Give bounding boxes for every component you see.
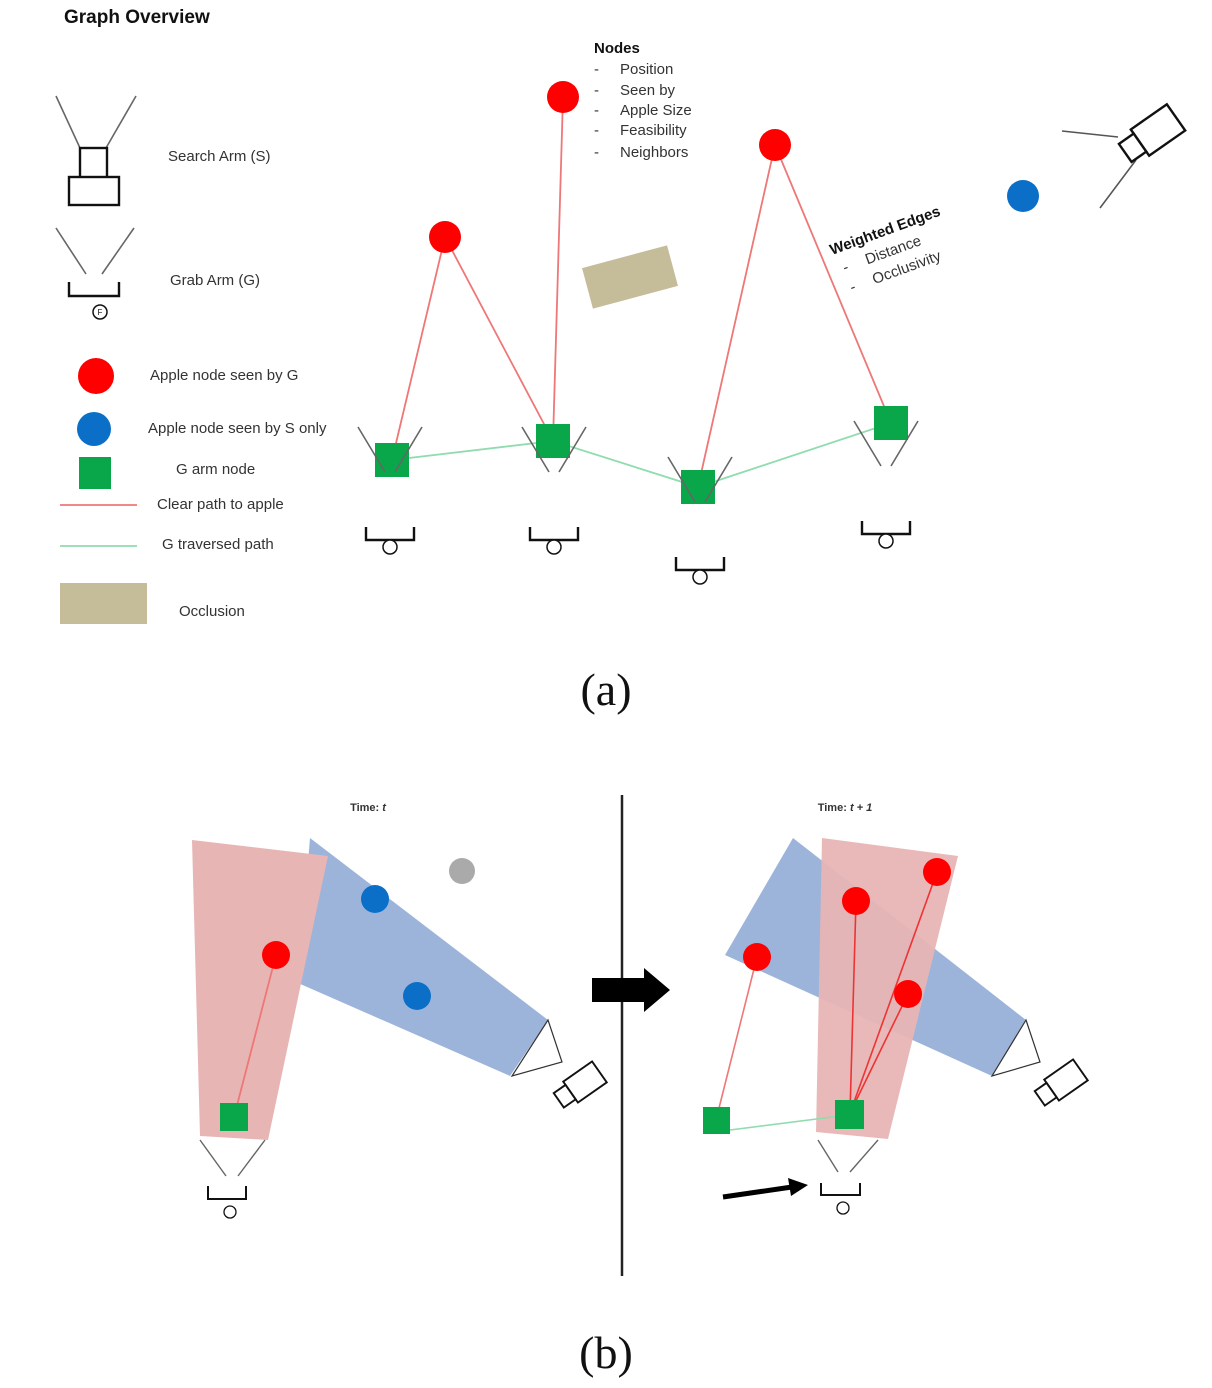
search-arm-icon bbox=[55, 95, 137, 207]
apple-node-g bbox=[547, 81, 579, 113]
legend-search-arm-label: Search Arm (S) bbox=[168, 148, 271, 165]
caption-a: (a) bbox=[580, 664, 631, 715]
time-t1-var: t + 1 bbox=[850, 802, 872, 814]
svg-text:-: - bbox=[594, 122, 599, 139]
s-camera-view-tip bbox=[990, 1018, 1041, 1078]
clear-path-edge bbox=[715, 956, 758, 1121]
clear-path-edge bbox=[391, 236, 446, 461]
svg-text:-: - bbox=[594, 82, 599, 99]
legend: Search Arm (S) F Grab Arm (G) Apple node… bbox=[55, 95, 327, 624]
clear-paths bbox=[391, 96, 892, 488]
time-t-label: Time: bbox=[350, 802, 379, 814]
clear-path-edge bbox=[849, 900, 857, 1114]
s-camera-view-tip bbox=[510, 1018, 563, 1078]
edges-description: Weighted Edges - Distance - Occlusivity bbox=[828, 203, 944, 296]
search-arm-camera bbox=[1031, 1058, 1089, 1110]
apple-node-g bbox=[842, 887, 870, 915]
time-t1-label: Time: bbox=[818, 802, 847, 814]
legend-apple-s-swatch bbox=[77, 412, 111, 446]
nodes-description: Nodes - Position - Seen by - Apple Size … bbox=[594, 40, 692, 161]
arm-node bbox=[874, 406, 908, 440]
svg-text:-: - bbox=[594, 61, 599, 78]
apple-node-s bbox=[361, 885, 389, 913]
occlusion-block bbox=[582, 245, 678, 309]
legend-occlusion-label: Occlusion bbox=[179, 603, 245, 620]
apple-node-g bbox=[759, 129, 791, 161]
clear-path-edge bbox=[774, 144, 892, 424]
nodes-item: Apple Size bbox=[620, 102, 692, 119]
arm-node bbox=[375, 443, 409, 477]
apple-node-g bbox=[923, 858, 951, 886]
apple-node-g bbox=[429, 221, 461, 253]
legend-arm-node-swatch bbox=[79, 457, 111, 489]
traversed-path bbox=[391, 422, 892, 488]
legend-apple-g-swatch bbox=[78, 358, 114, 394]
apple-node-s bbox=[403, 982, 431, 1010]
apple-node-g bbox=[262, 941, 290, 969]
clear-path-edge bbox=[849, 871, 938, 1114]
panel-a: Graph Overview Search Arm (S) F Grab Arm… bbox=[55, 7, 1187, 715]
gripper-mark: F bbox=[98, 308, 103, 317]
svg-text:-: - bbox=[594, 102, 599, 119]
grab-arm bbox=[817, 1139, 879, 1215]
svg-text:Time: t: Time: t bbox=[350, 802, 387, 814]
nodes-item: Position bbox=[620, 61, 673, 78]
legend-occlusion-swatch bbox=[60, 583, 147, 624]
grab-arm-icon: F bbox=[55, 227, 135, 320]
nodes-item: Seen by bbox=[620, 82, 676, 99]
panel-b: Time: t Time: bbox=[192, 795, 1089, 1378]
time-t1-panel: Time: t + 1 bbox=[703, 802, 1089, 1215]
clear-path-edge bbox=[233, 954, 277, 1118]
clear-path-edge bbox=[444, 236, 554, 442]
legend-arm-node-label: G arm node bbox=[176, 461, 255, 478]
panel-a-title: Graph Overview bbox=[64, 7, 210, 28]
traversed-path bbox=[729, 1115, 841, 1131]
apple-node-g bbox=[894, 980, 922, 1008]
arm-node bbox=[835, 1100, 864, 1129]
svg-text:Time: t + 1: Time: t + 1 bbox=[818, 802, 873, 814]
clear-path-edge bbox=[552, 96, 564, 442]
transition-arrow bbox=[592, 968, 670, 1012]
s-view-cone bbox=[298, 838, 548, 1076]
time-t-var: t bbox=[382, 802, 387, 814]
svg-text:-: - bbox=[594, 144, 599, 161]
clear-paths bbox=[849, 871, 938, 1114]
arm-node bbox=[220, 1103, 248, 1131]
arm-node bbox=[536, 424, 570, 458]
g-view-cone bbox=[192, 840, 328, 1140]
nodes-heading: Nodes bbox=[594, 40, 640, 57]
search-arm-camera bbox=[1061, 103, 1187, 209]
arm-node bbox=[703, 1107, 730, 1134]
clear-paths bbox=[715, 956, 758, 1121]
time-t-panel: Time: t bbox=[192, 802, 608, 1219]
search-arm-camera bbox=[550, 1060, 608, 1112]
nodes-item: Neighbors bbox=[620, 144, 688, 161]
nodes-item: Feasibility bbox=[620, 122, 687, 139]
unseen-apple bbox=[449, 858, 475, 884]
grab-arm bbox=[199, 1139, 266, 1219]
svg-text:-: - bbox=[848, 278, 859, 296]
legend-grab-arm-label: Grab Arm (G) bbox=[170, 272, 260, 289]
legend-apple-s-label: Apple node seen by S only bbox=[148, 420, 327, 437]
apple-node-g bbox=[743, 943, 771, 971]
legend-apple-g-label: Apple node seen by G bbox=[150, 367, 298, 384]
clear-path-edge bbox=[849, 993, 909, 1114]
caption-b: (b) bbox=[579, 1327, 633, 1378]
svg-text:-: - bbox=[840, 259, 851, 277]
clear-path-edge bbox=[697, 144, 776, 488]
apple-node-s bbox=[1007, 180, 1039, 212]
grab-arm bbox=[852, 419, 920, 550]
grab-arm-move-arrow bbox=[722, 1178, 808, 1200]
legend-clear-path-label: Clear path to apple bbox=[157, 496, 284, 513]
legend-traversed-path-label: G traversed path bbox=[162, 536, 274, 553]
